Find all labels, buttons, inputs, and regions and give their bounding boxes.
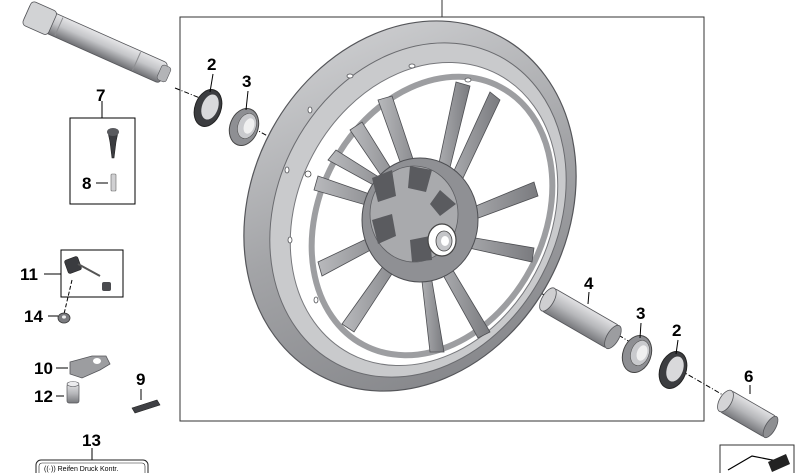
sleeve — [56, 381, 80, 404]
ball-bearing-right — [621, 335, 653, 373]
axle — [22, 1, 172, 83]
cast-wheel — [243, 20, 577, 392]
callout-3-left: 3 — [242, 72, 251, 91]
callout-6: 6 — [744, 367, 753, 386]
tyre-pressure-sensor-box — [44, 249, 124, 315]
callout-8: 8 — [82, 174, 91, 193]
callout-14: 14 — [24, 307, 43, 326]
shaft-seal-left — [193, 89, 223, 127]
nut — [48, 312, 71, 324]
shaft-seal-right — [658, 351, 688, 389]
callout-2-left: 2 — [207, 55, 216, 74]
bracket — [56, 355, 111, 379]
callout-10: 10 — [34, 359, 53, 378]
ball-bearing-left — [228, 108, 260, 146]
callout-2-right: 2 — [672, 321, 681, 340]
spacer-sleeve — [539, 287, 622, 350]
callout-leaders — [209, 73, 751, 394]
sticker-text: ((·)) Reifen Druck Kontr. — [44, 466, 118, 473]
callout-13: 13 — [82, 431, 101, 450]
spacer-bushing — [717, 389, 779, 439]
callout-3-right: 3 — [636, 304, 645, 323]
valve-kit-box — [69, 101, 136, 205]
wheel-frame — [179, 0, 705, 422]
diagram-nav-icon — [719, 444, 795, 473]
callout-9: 9 — [136, 370, 145, 389]
callout-11: 11 — [20, 265, 38, 284]
callout-numbers: 2 3 7 8 11 14 10 12 9 13 4 3 2 6 — [20, 55, 753, 450]
balance-weight — [131, 389, 161, 414]
info-label-sticker: ((·)) Reifen Druck Kontr. — [35, 448, 149, 473]
callout-7: 7 — [96, 86, 105, 105]
callout-12: 12 — [34, 387, 53, 406]
callout-4: 4 — [584, 274, 594, 293]
